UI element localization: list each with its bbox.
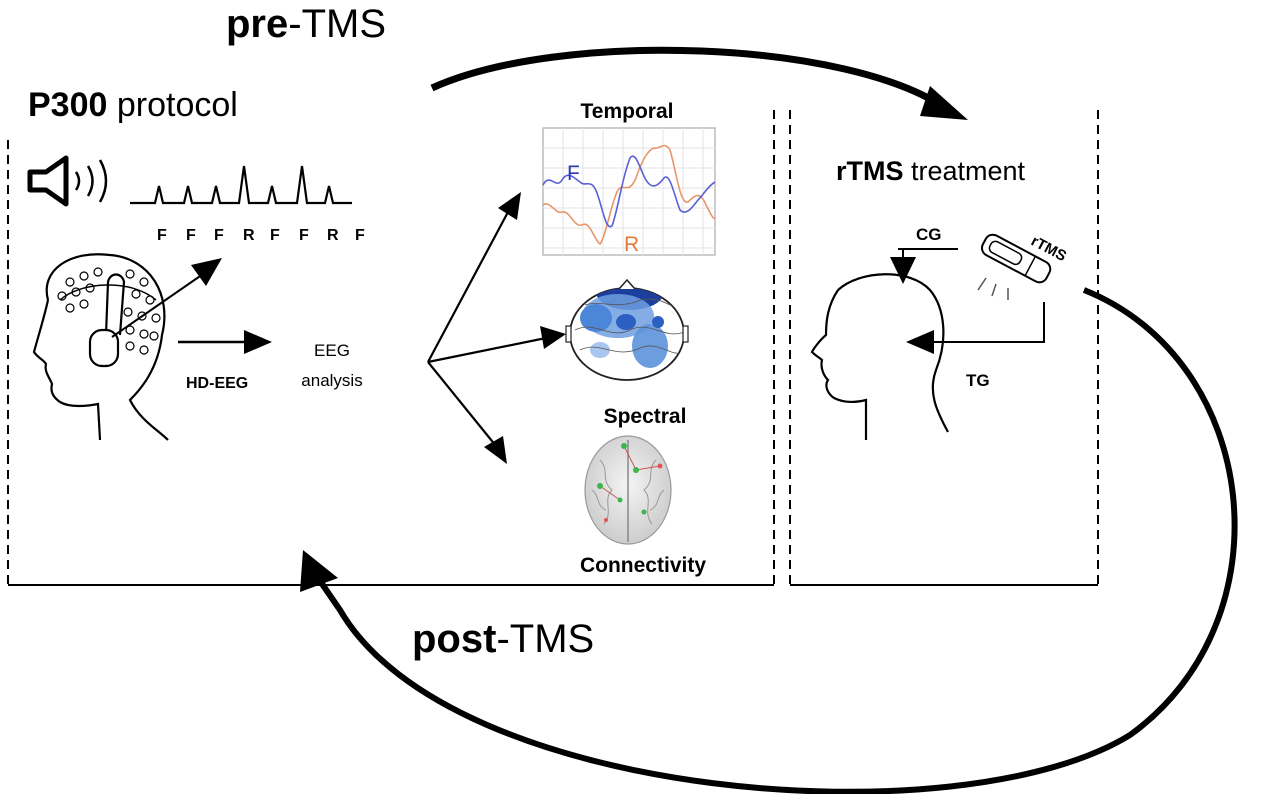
post-tms-label: post-TMS [412,617,594,661]
arrow-to-connectivity-tip [484,436,507,464]
p300-title: P300 protocol [28,86,238,124]
cg-label: CG [916,225,942,244]
cg-marker [890,248,958,284]
arrow-to-spectral [427,336,547,364]
tg-arrow [926,302,1045,343]
rtms-panel [789,110,1099,586]
tms-coil-icon [980,233,1052,284]
trace-rare [542,144,716,246]
spectral-label: Spectral [604,405,687,428]
trace-r-label: R [624,233,639,256]
temporal-label: Temporal [581,100,674,123]
arrow-to-temporal-tip [498,192,521,220]
eeg-electrode-grid [57,267,161,355]
arrow-hdeeg-tip [244,330,272,354]
temporal-plot [542,127,716,256]
arrow-head-to-stimulus [111,270,208,338]
headphone-icon [88,273,126,368]
stimulus-letter: R [327,227,339,244]
eeg-analysis-line1: EEG [314,341,350,360]
connectivity-brain-image [584,435,672,545]
rtms-title: rTMS treatment [836,156,1026,186]
arrow-to-connectivity [427,361,497,447]
stimulus-letter: F [299,227,309,244]
hdeeg-label: HD-EEG [186,375,248,392]
p300-panel [7,110,775,586]
stimulus-letter: F [355,227,365,244]
stimulus-letter: F [157,227,167,244]
tms-pulse-lines [977,277,1009,300]
arrow-to-spectral-tip [540,326,566,349]
arrow-to-temporal [427,211,509,363]
pre-tms-arrow [430,46,951,113]
stimulus-letter: F [186,227,196,244]
stimulus-letter: R [243,227,255,244]
trace-frequent [542,155,716,228]
topomap-image [565,278,689,381]
stimulus-trace [130,165,352,205]
trace-f-label: F [567,162,580,185]
rtms-head-icon [810,273,949,440]
tg-label: TG [966,371,990,390]
post-tms-arrowhead [300,550,338,592]
arrow-head-to-stimulus-tip [191,258,222,286]
eeg-head-icon [32,253,169,441]
pre-tms-arrowhead [920,86,968,120]
post-tms-arrow [315,287,1238,794]
stimulus-letter: F [214,227,224,244]
tg-arrowhead [906,330,934,354]
eeg-analysis-line2: analysis [301,371,362,390]
stimulus-letter: F [270,227,280,244]
speaker-icon [27,155,108,207]
pre-tms-label: pre-TMS [226,2,386,46]
connectivity-label: Connectivity [580,554,706,577]
